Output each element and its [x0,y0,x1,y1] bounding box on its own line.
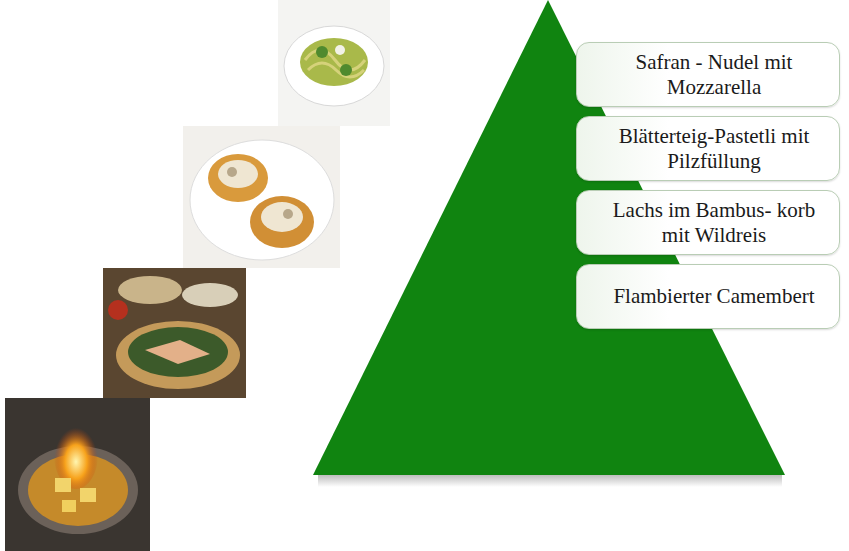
dish-name: Lachs im Bambus- korb mit Wildreis [607,198,821,246]
dish-name: Safran - Nudel mit Mozzarella [607,50,821,98]
dish-name: Flambierter Camembert [607,284,821,308]
menu-box: Flambierter Camembert [576,264,840,329]
dish-name: Blätterteig-Pastetli mit Pilzfüllung [607,124,821,172]
menu-box: Lachs im Bambus- korb mit Wildreis [576,190,840,255]
pasta-photo [278,0,390,126]
pastetli-photo [183,126,340,268]
camembert-photo [5,398,150,551]
pyramid-shadow [318,475,782,487]
menu-box: Safran - Nudel mit Mozzarella [576,42,840,107]
salmon-photo [103,268,246,398]
menu-box: Blätterteig-Pastetli mit Pilzfüllung [576,116,840,181]
